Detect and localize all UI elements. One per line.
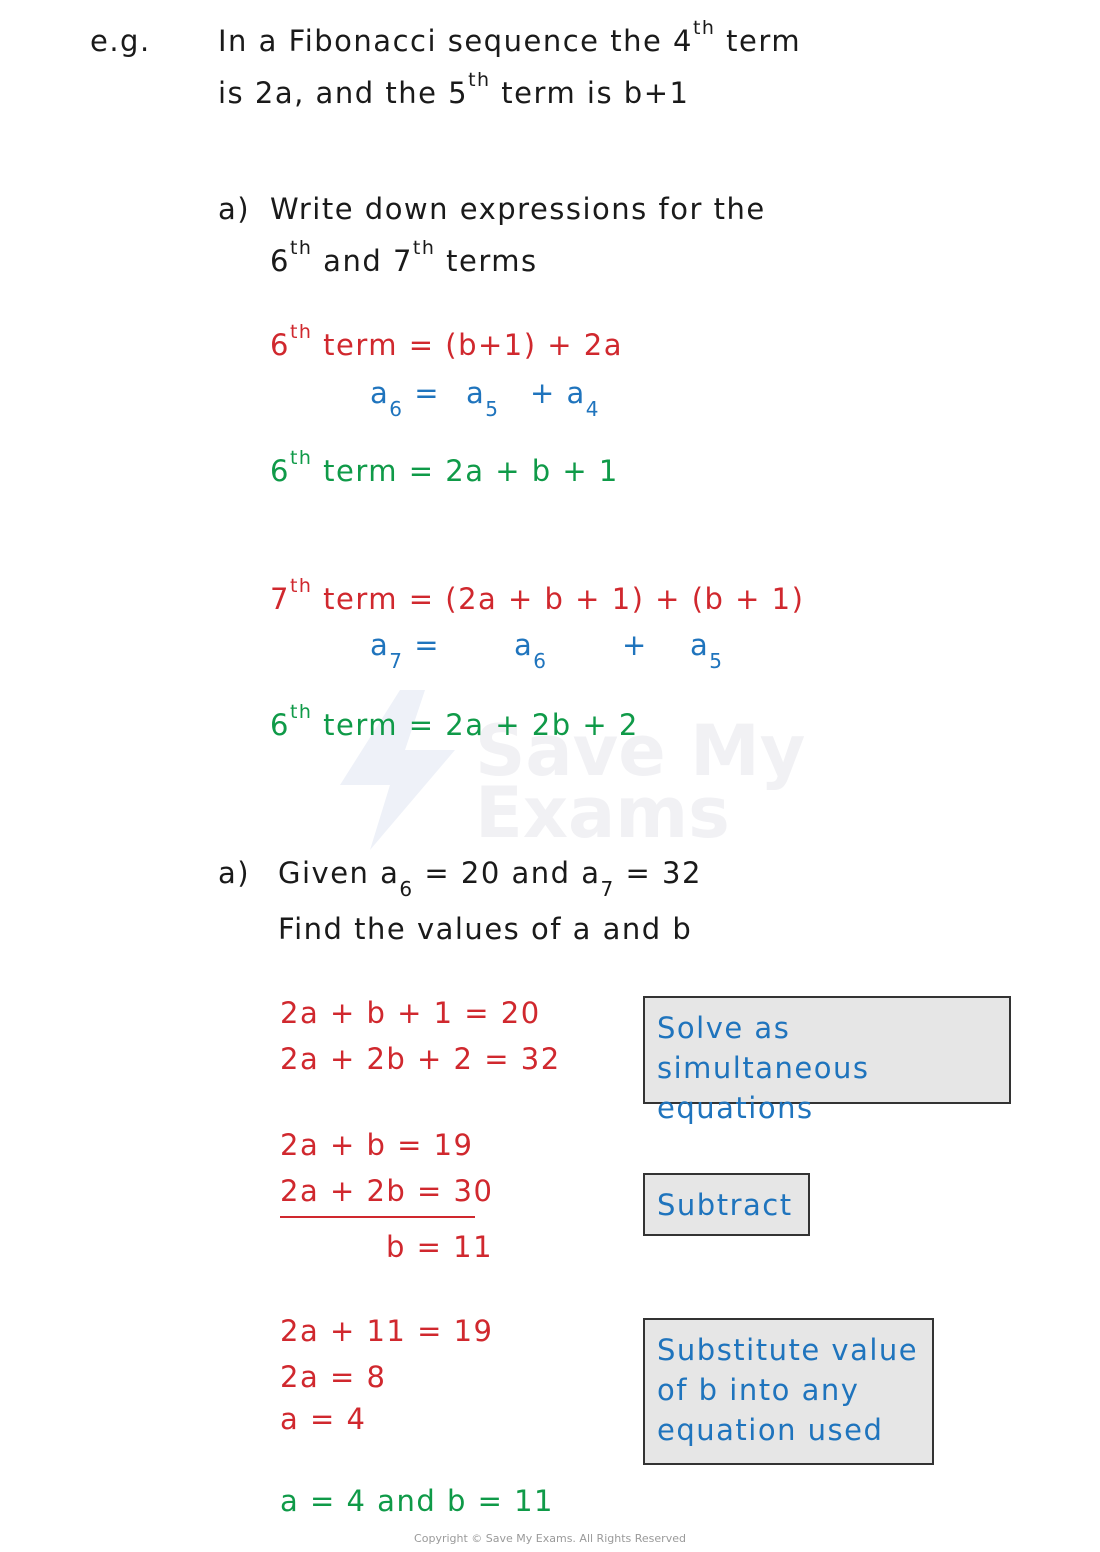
question-line-1: In a Fibonacci sequence the 4th term — [218, 17, 802, 58]
sixth-term-working: 6th term = (b+1) + 2a — [270, 321, 624, 362]
note-subtract-text: Subtract — [657, 1188, 793, 1222]
note-substitute: Substitute value of b into any equation … — [643, 1318, 934, 1465]
equation-1: 2a + b + 1 = 20 — [280, 996, 541, 1030]
part-a-label: a) — [218, 192, 251, 226]
substitution-line-3: a = 4 — [280, 1402, 367, 1436]
note-substitute-line-3: equation used — [657, 1413, 884, 1447]
seventh-term-plus: + — [622, 628, 648, 662]
subtraction-line — [280, 1216, 475, 1218]
part-b-given: Given a6 = 20 and a7 = 32 — [278, 856, 702, 901]
seventh-term-a5-label: a5 — [690, 628, 724, 673]
watermark-line2: Exams — [475, 772, 730, 854]
save-my-exams-logo-icon — [340, 690, 455, 850]
seventh-term-answer: 6th term = 2a + 2b + 2 — [270, 701, 639, 742]
note-subtract: Subtract — [643, 1173, 810, 1236]
substitution-line-1: 2a + 11 = 19 — [280, 1314, 494, 1348]
copyright-text: Copyright © Save My Exams. All Rights Re… — [414, 1532, 686, 1545]
question-line-2: is 2a, and the 5th term is b+1 — [218, 69, 690, 110]
sixth-term-answer: 6th term = 2a + b + 1 — [270, 447, 619, 488]
note-simultaneous-line-2: equations — [657, 1091, 814, 1125]
note-simultaneous-line-1: Solve as simultaneous — [657, 1011, 870, 1085]
final-answer: a = 4 and b = 11 — [280, 1484, 554, 1518]
note-simultaneous: Solve as simultaneous equations — [643, 996, 1011, 1125]
substitution-line-2: 2a = 8 — [280, 1360, 387, 1394]
seventh-term-working: 7th term = (2a + b + 1) + (b + 1) — [270, 575, 805, 616]
part-b-label: a) — [218, 856, 251, 890]
part-b-find: Find the values of a and b — [278, 912, 693, 946]
simplified-equation-1: 2a + b = 19 — [280, 1128, 474, 1162]
watermark-line1: Save My — [475, 710, 806, 792]
seventh-term-a6-label: a6 — [514, 628, 548, 673]
part-a-line-1: Write down expressions for the — [270, 192, 766, 226]
note-substitute-line-2: of b into any — [657, 1373, 860, 1407]
result-b: b = 11 — [386, 1230, 494, 1264]
simplified-equation-2: 2a + 2b = 30 — [280, 1174, 494, 1208]
eg-label: e.g. — [90, 24, 151, 58]
note-substitute-line-1: Substitute value — [657, 1333, 919, 1367]
sixth-term-a5-label: a5 — [466, 376, 500, 421]
sixth-term-labels: a6 = — [370, 376, 441, 421]
seventh-term-a7-label: a7 = — [370, 628, 441, 673]
sixth-term-a4-label: + a4 — [530, 376, 601, 421]
equation-2: 2a + 2b + 2 = 32 — [280, 1042, 561, 1076]
part-a-line-2: 6th and 7th terms — [270, 237, 538, 278]
